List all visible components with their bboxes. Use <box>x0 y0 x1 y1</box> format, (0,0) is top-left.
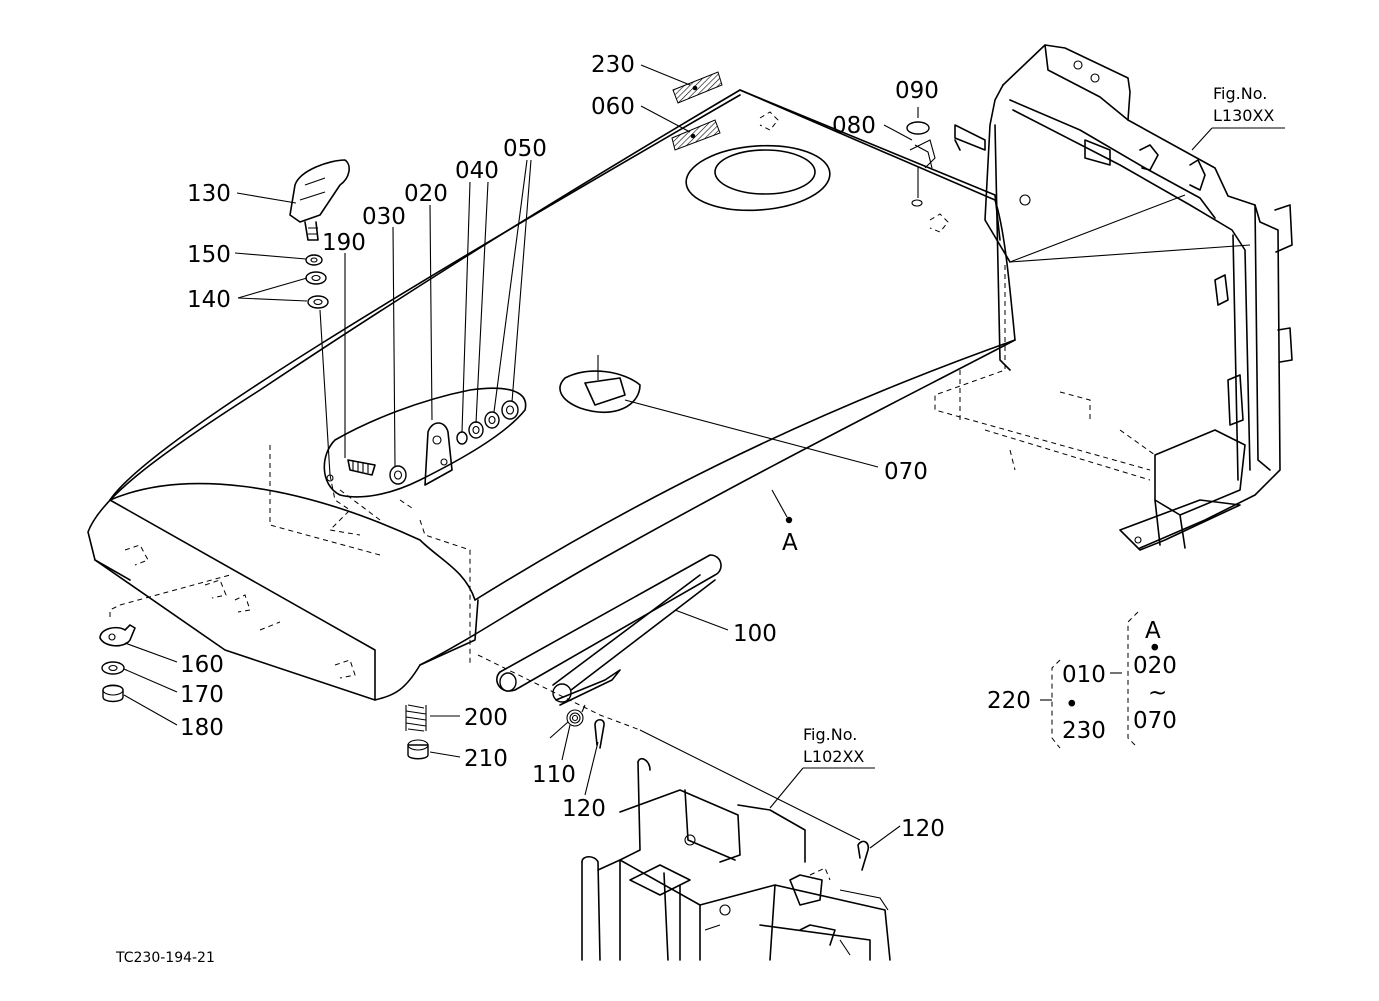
callout-090: 090 <box>895 78 939 104</box>
legend-range-a-dot: • <box>1065 692 1079 718</box>
legend-range-a-end: 230 <box>1062 718 1106 744</box>
legend-group-head: A <box>1145 618 1161 644</box>
callout-200: 200 <box>464 705 508 731</box>
callout-040: 040 <box>455 158 499 184</box>
callout-100: 100 <box>733 621 777 647</box>
callout-numbers: 230 060 090 080 130 150 140 190 030 020 … <box>180 52 945 842</box>
callout-120-lower: 120 <box>562 796 606 822</box>
fig-ref-bottom-line2: L102XX <box>803 747 864 766</box>
callout-230: 230 <box>591 52 635 78</box>
pin-hardware <box>99 574 231 703</box>
legend-range-b-end: 070 <box>1133 708 1177 734</box>
legend-assembly-no: 220 <box>987 688 1031 714</box>
callout-190: 190 <box>322 230 366 256</box>
callout-110: 110 <box>532 762 576 788</box>
grommet-090 <box>906 121 936 207</box>
fig-ref-top-line2: L130XX <box>1213 106 1274 125</box>
callout-150: 150 <box>187 242 231 268</box>
callout-020: 020 <box>404 181 448 207</box>
callout-030: 030 <box>362 204 406 230</box>
figure-references: Fig.No. L130XX Fig.No. L102XX <box>803 84 1274 766</box>
leader-lines <box>123 64 1285 849</box>
view-a-point <box>785 516 793 524</box>
legend-range-b-tilde: ~ <box>1148 680 1167 706</box>
callout-view-a: A <box>782 530 798 556</box>
knob-130 <box>289 159 350 482</box>
callout-170: 170 <box>180 682 224 708</box>
decal-labels <box>671 71 723 151</box>
stay-bar-100 <box>496 554 722 706</box>
callout-050: 050 <box>503 136 547 162</box>
fig-ref-bottom-line1: Fig.No. <box>803 725 857 744</box>
callout-120-right: 120 <box>901 816 945 842</box>
assembly-legend: 220 010 • 230 A • 020 ~ 070 <box>987 611 1177 749</box>
legend-range-b-dot: • <box>1148 636 1162 662</box>
fig-ref-top-line1: Fig.No. <box>1213 84 1267 103</box>
callout-070: 070 <box>884 459 928 485</box>
legend-range-a-start: 010 <box>1062 662 1106 688</box>
callout-160: 160 <box>180 652 224 678</box>
callout-180: 180 <box>180 715 224 741</box>
callout-140: 140 <box>187 287 231 313</box>
spring-110 <box>549 704 870 871</box>
hood <box>87 89 1016 701</box>
rear-frame <box>477 654 891 961</box>
callout-060: 060 <box>591 94 635 120</box>
callout-210: 210 <box>464 746 508 772</box>
callout-080: 080 <box>832 113 876 139</box>
legend-range-b-start: 020 <box>1133 653 1177 679</box>
spring-200 <box>405 704 429 760</box>
callout-130: 130 <box>187 181 231 207</box>
drawing-code: TC230-194-21 <box>115 950 215 966</box>
